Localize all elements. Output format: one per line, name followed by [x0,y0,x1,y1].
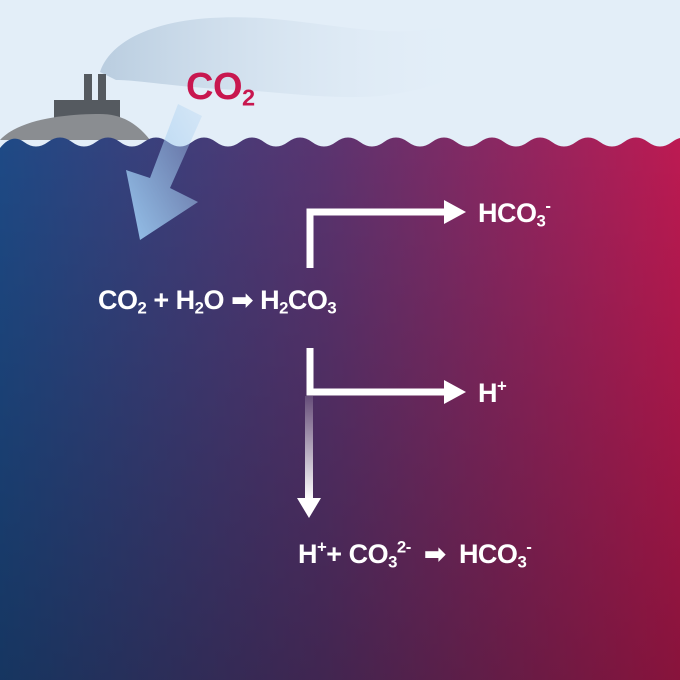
reaction-equation: CO2 + H2O ➡ H2CO3 [98,285,337,318]
ship-hull [0,114,150,140]
down-stem [305,396,313,500]
ship-stack-left [84,74,92,102]
branch-mid-label: H+ [478,376,507,408]
branch-mid-arrowhead [444,380,466,404]
reactant-co2: CO2 [98,285,147,318]
bottom-bicarbonate: HCO3- [458,537,532,572]
branch-up-arrow-line [306,208,446,268]
ship-stack-right [98,74,106,102]
reaction-arrow: ➡ [230,285,254,315]
air-co2-base: CO [186,66,243,108]
air-co2-label: CO2 [186,66,255,109]
bottom-carbonate: CO32- [348,537,412,572]
bottom-h-ion: H+ [298,537,327,569]
branch-up-arrowhead [444,200,466,224]
smoke-plume [100,17,480,98]
branch-top-label: HCO3- [478,196,551,231]
ship-cabin [54,100,120,118]
reaction-arrows [297,200,466,518]
product-h2co3: H2CO3 [260,285,337,318]
reaction-plus: + [153,285,169,315]
bottom-equation: H++ CO32- ➡ HCO3- [298,537,532,572]
bottom-arrow: ➡ [423,539,447,569]
air-co2-sub: 2 [242,84,255,111]
co2-absorption-arrow [126,104,202,240]
branch-mid-arrow-line [306,348,446,396]
down-arrowhead [297,498,321,518]
bottom-plus: + [326,539,342,569]
reactant-h2o: H2O [175,285,225,318]
ocean-depth-shade [0,137,680,680]
ship [0,74,150,140]
